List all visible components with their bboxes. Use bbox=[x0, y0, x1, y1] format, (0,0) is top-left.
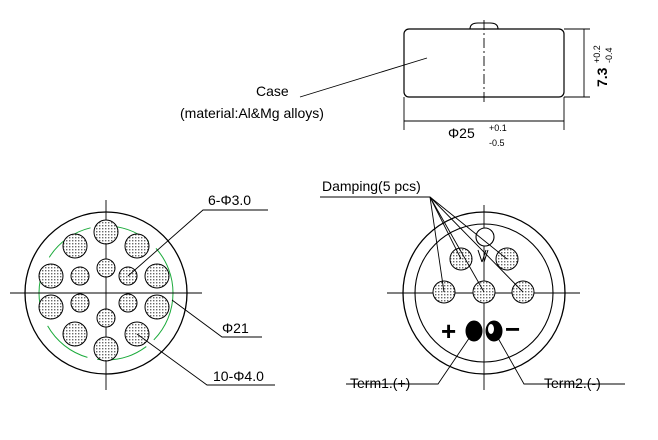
damping-leader bbox=[429, 196, 508, 260]
small-hole bbox=[96, 308, 116, 328]
term2-leader bbox=[493, 330, 625, 385]
damping-label: Damping(5 pcs) bbox=[322, 178, 421, 194]
small-hole bbox=[118, 266, 138, 286]
front-view: 6-Φ3.0 Φ21 10-Φ4.0 bbox=[10, 192, 275, 390]
material-label: (material:Al&Mg alloys) bbox=[180, 105, 324, 121]
large-hole-label: 10-Φ4.0 bbox=[213, 368, 264, 384]
large-hole bbox=[124, 233, 150, 259]
term2-label: Term2.(-) bbox=[544, 375, 601, 391]
term1-label: Term1.(+) bbox=[350, 375, 410, 391]
vent-hole bbox=[475, 227, 495, 247]
large-hole bbox=[38, 294, 64, 320]
large-hole-leader bbox=[136, 333, 275, 386]
side-view: Case (material:Al&Mg alloys) Φ25 +0.1 -0… bbox=[180, 20, 614, 148]
diameter-tol-upper: +0.1 bbox=[489, 123, 507, 133]
large-hole bbox=[144, 263, 170, 289]
diameter-value: Φ25 bbox=[448, 125, 475, 141]
inner-circle-label: Φ21 bbox=[222, 320, 249, 336]
large-hole bbox=[144, 294, 170, 320]
large-hole bbox=[62, 233, 88, 259]
small-hole bbox=[70, 266, 90, 286]
damping-leader bbox=[429, 196, 485, 293]
damping-leader bbox=[429, 196, 445, 293]
large-hole bbox=[93, 336, 119, 362]
large-hole bbox=[38, 263, 64, 289]
plus-symbol: + bbox=[441, 316, 456, 346]
inner-circle-leader bbox=[171, 299, 262, 338]
small-holes bbox=[70, 258, 138, 328]
height-value: 7.3 bbox=[594, 67, 610, 87]
case-leader bbox=[299, 57, 428, 98]
back-view: + − Damping(5 pcs) Term1.(+) Term2.(-) bbox=[320, 178, 625, 391]
case-label: Case bbox=[256, 83, 289, 99]
small-hole bbox=[118, 293, 138, 313]
large-hole bbox=[62, 321, 88, 347]
damping-leader bbox=[429, 196, 462, 260]
diameter-tol-lower: -0.5 bbox=[489, 138, 505, 148]
small-hole bbox=[70, 293, 90, 313]
large-hole bbox=[93, 219, 119, 245]
small-hole-label: 6-Φ3.0 bbox=[208, 192, 251, 208]
large-holes bbox=[38, 219, 170, 362]
term1-leader bbox=[346, 330, 475, 385]
height-tol-upper: +0.2 bbox=[592, 45, 602, 63]
small-hole-leader bbox=[127, 209, 268, 277]
height-tol-lower: -0.4 bbox=[604, 47, 614, 63]
small-hole bbox=[96, 258, 116, 278]
minus-symbol: − bbox=[505, 314, 520, 344]
vent-mark bbox=[477, 249, 489, 263]
terminal-minus-highlight bbox=[488, 324, 494, 334]
damping-leader bbox=[429, 196, 524, 293]
